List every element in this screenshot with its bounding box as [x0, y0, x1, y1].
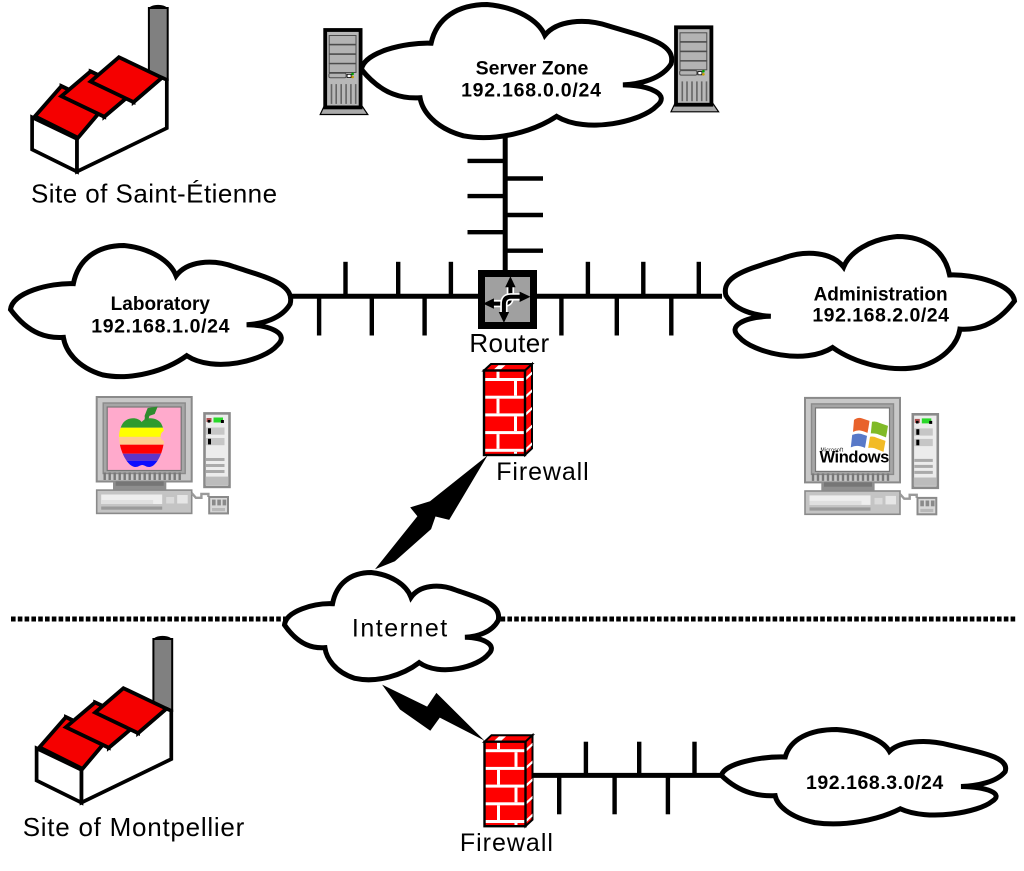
svg-text:Firewall: Firewall	[460, 829, 554, 857]
svg-text:192.168.1.0/24: 192.168.1.0/24	[91, 316, 230, 338]
svg-text:Site of Montpellier: Site of Montpellier	[23, 812, 245, 842]
svg-text:Firewall: Firewall	[496, 458, 589, 486]
svg-text:192.168.0.0/24: 192.168.0.0/24	[461, 80, 602, 102]
svg-text:192.168.2.0/24: 192.168.2.0/24	[812, 305, 949, 327]
svg-text:Internet: Internet	[352, 615, 449, 643]
svg-text:Laboratory: Laboratory	[111, 294, 211, 315]
svg-text:Windows: Windows	[820, 448, 890, 466]
svg-text:Microsoft: Microsoft	[821, 447, 844, 453]
svg-text:Administration: Administration	[814, 285, 948, 306]
svg-text:Server Zone: Server Zone	[476, 58, 589, 80]
svg-text:192.168.3.0/24: 192.168.3.0/24	[806, 772, 944, 794]
svg-text:Router: Router	[469, 328, 549, 358]
svg-text:Site of Saint-Étienne: Site of Saint-Étienne	[31, 179, 277, 209]
